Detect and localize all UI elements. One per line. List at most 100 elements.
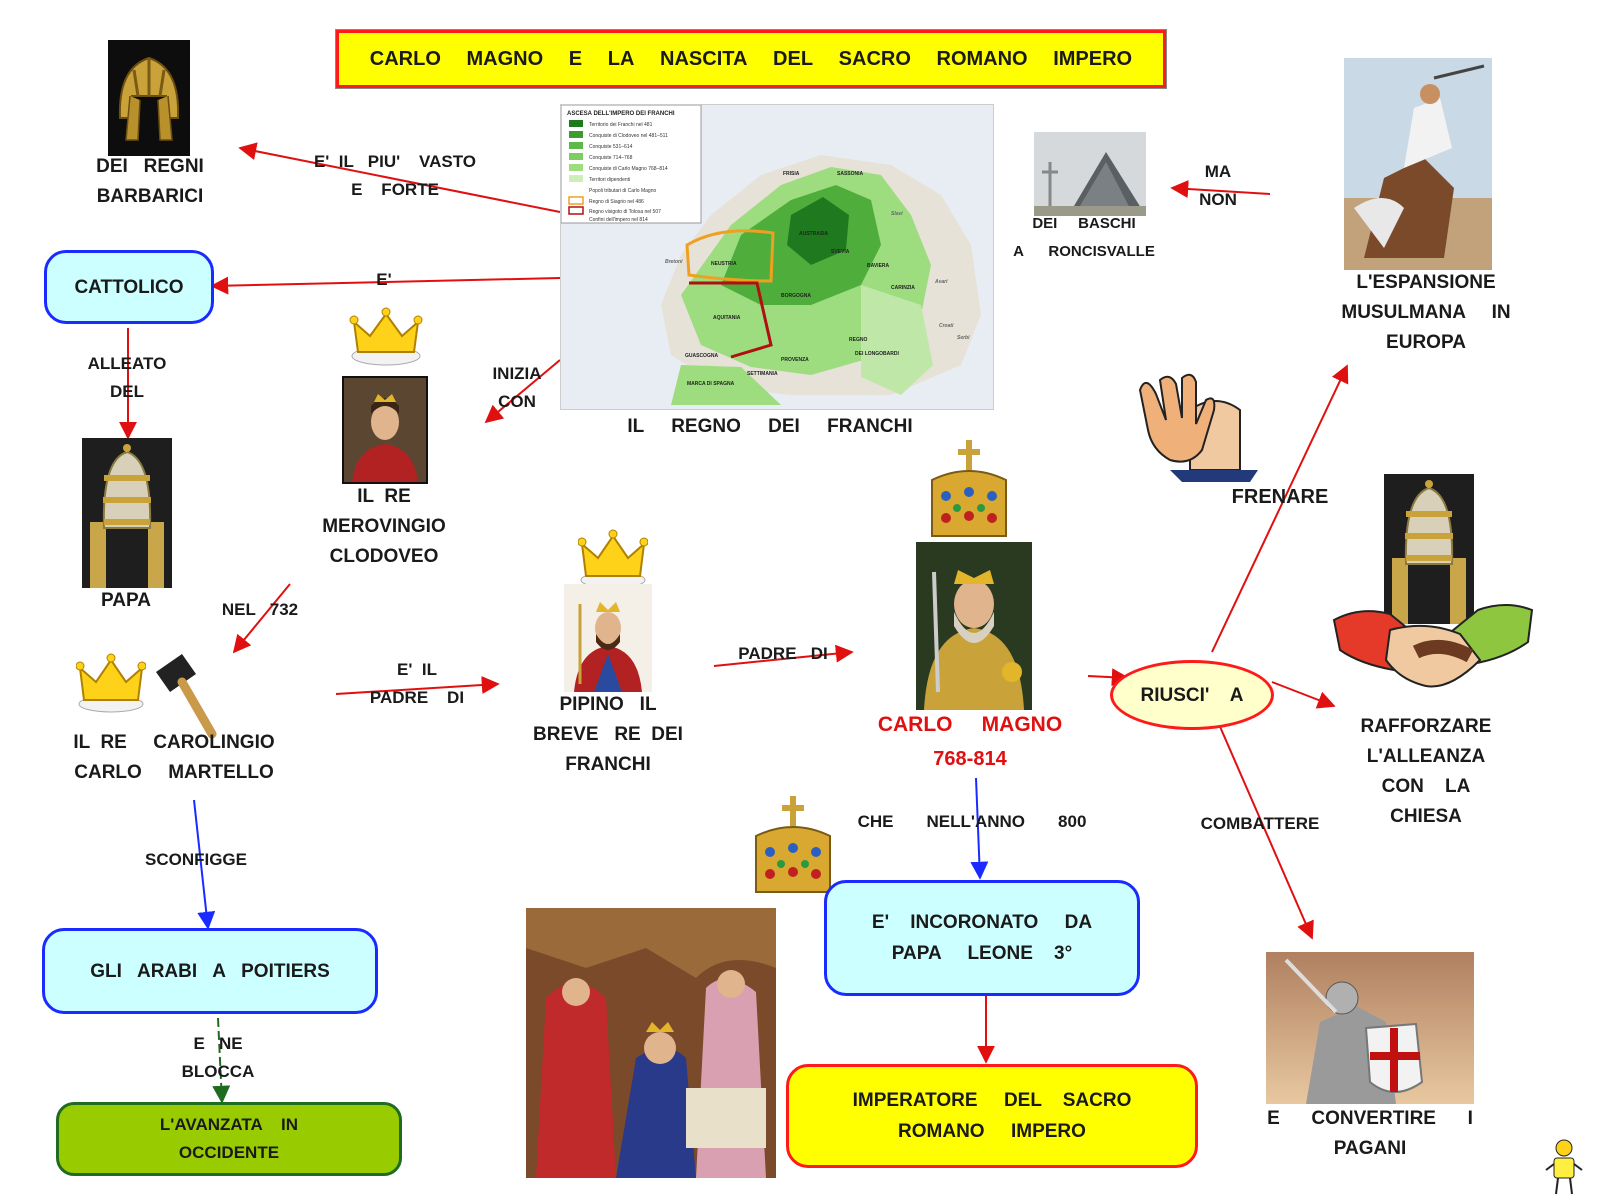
map-region-label: BAVIERA <box>867 263 890 269</box>
map-legend-item: Popoli tributari di Carlo Magno <box>589 188 656 194</box>
map-legend-item: Conquiste 531–614 <box>589 144 633 150</box>
node-regni-barbarici: DEI REGNI BARBARICI <box>96 156 204 207</box>
franks-kingdom-map: ASCESA DELL'IMPERO DEI FRANCHI Territori… <box>560 104 994 410</box>
title-word: MAGNO <box>466 47 544 70</box>
label-padre-di: PADRE DI <box>738 644 828 663</box>
map-caption: IL REGNO DEI FRANCHI <box>627 416 913 437</box>
link-riusci-convertire <box>1217 721 1314 940</box>
map-legend-item: Conquiste di Carlo Magno 768–814 <box>589 166 668 172</box>
title-word: ROMANO <box>936 47 1028 70</box>
label-sconfigge: SCONFIGGE <box>144 850 247 869</box>
link-arabi-avanzata <box>212 1017 231 1104</box>
node-papa: PAPA <box>101 590 151 611</box>
map-region-label: AUSTRASIA <box>799 231 829 237</box>
title-word: DEL <box>773 47 814 70</box>
link-clodoveo-martello <box>232 583 291 654</box>
title-word: E <box>568 47 583 70</box>
coronation-painting <box>526 908 776 1178</box>
label-alleato: ALLEATO DEL <box>87 354 167 401</box>
link-ma-non-baschi <box>1170 180 1271 198</box>
link-carlo-incoronato <box>970 777 989 880</box>
label-e-il-padre: E' IL PADRE DI <box>369 660 465 707</box>
map-people-label: Croati <box>939 323 954 329</box>
link-map-cattolico <box>210 276 561 295</box>
map-legend-item: Conquiste di Clodoveo nel 481–511 <box>589 133 668 139</box>
map-legend-title: ASCESA DELL'IMPERO DEI FRANCHI <box>567 111 675 117</box>
helmet-picture <box>108 40 190 156</box>
crown-icon <box>349 307 423 366</box>
label-combattere: COMBATTERE <box>1200 814 1320 833</box>
map-region-label: CARINZIA <box>891 285 915 291</box>
map-region-label: SASSONIA <box>837 171 864 177</box>
map-people-label: Slavi <box>891 211 903 217</box>
map-region-label: AQUITANIA <box>713 315 741 321</box>
map-region-label: GUASCOGNA <box>685 353 718 359</box>
title-word: CARLO <box>369 47 441 70</box>
map-region-label: REGNO <box>849 337 867 343</box>
node-espansione: L'ESPANSIONE MUSULMANA IN EUROPA <box>1341 272 1511 353</box>
map-legend-item: Regno di Siagrio nel 486 <box>589 199 644 205</box>
papal-tiara-picture-2 <box>1384 474 1474 624</box>
title-word: SACRO <box>838 47 911 70</box>
map-region-label: NEUSTRIA <box>711 261 737 267</box>
node-convertire: E CONVERTIRE I PAGANI <box>1267 1108 1473 1159</box>
crown-icon <box>578 529 648 589</box>
node-incoronato: E' INCORONATO DA PAPA LEONE 3° <box>824 880 1140 996</box>
imperial-crown-icon <box>755 796 831 893</box>
link-riusci-rafforzare <box>1271 681 1336 709</box>
label-inizia: INIZIA CON <box>492 364 542 411</box>
roncisvalle-church-picture <box>1034 132 1146 216</box>
label-piu-vasto: E' IL PIU' VASTO E FORTE <box>313 152 477 199</box>
map-region-label: SETTIMANIA <box>747 371 778 377</box>
node-rafforzare: RAFFORZARE L'ALLEANZA CON LA CHIESA <box>1360 716 1492 827</box>
map-legend-item: Territorio dei Franchi nel 481 <box>589 122 653 128</box>
diagram-title: CARLO MAGNO E LA NASCITA DEL SACRO ROMAN… <box>335 29 1167 89</box>
title-word: NASCITA <box>660 47 748 70</box>
map-region-label: PROVENZA <box>781 357 809 363</box>
node-carlo-martello: IL RE CAROLINGIO CARLO MARTELLO <box>73 732 275 783</box>
node-baschi: DEI BASCHI A RONCISVALLE <box>1013 215 1155 260</box>
stop-hand-icon <box>1138 373 1258 482</box>
map-legend-item: Regno visigoto di Tolosa nel 507 <box>589 209 661 215</box>
label-e-ne-blocca: E NE BLOCCA <box>181 1034 255 1081</box>
link-martello-pipino <box>335 676 500 695</box>
node-clodoveo: IL RE MEROVINGIO CLODOVEO <box>322 486 446 567</box>
map-region-label: DEI LONGOBARDI <box>855 351 900 357</box>
node-pipino: PIPINO IL BREVE RE DEI FRANCHI <box>533 694 683 775</box>
map-people-label: Bretoni <box>665 259 683 265</box>
node-imperatore: IMPERATORE DEL SACRO ROMANO IMPERO <box>786 1064 1198 1168</box>
title-word: LA <box>607 47 635 70</box>
handshake-icon <box>1332 604 1534 688</box>
map-region-label: BORGOGNA <box>781 293 811 299</box>
map-region-label: FRISIA <box>783 171 800 177</box>
node-frenare: FRENARE <box>1231 486 1329 508</box>
title-word: IMPERO <box>1053 47 1133 70</box>
crown-icon <box>76 653 146 713</box>
label-ma-non: MA NON <box>1199 162 1237 209</box>
muslim-riders-picture <box>1344 58 1492 270</box>
papal-tiara-picture <box>82 438 172 588</box>
link-riusci-espansione <box>1211 364 1349 653</box>
node-carlo-magno-name: CARLO MAGNO <box>877 713 1063 736</box>
map-people-label: Avari <box>934 279 948 285</box>
map-people-label: Serbi <box>957 335 970 341</box>
node-carlo-magno-years: 768-814 <box>933 748 1007 770</box>
label-e: E' <box>376 270 392 289</box>
carlo-magno-portrait <box>916 542 1032 710</box>
crusader-knight-picture <box>1266 952 1474 1104</box>
link-martello-arabi <box>193 799 216 930</box>
node-riusci: RIUSCI' A <box>1110 660 1274 730</box>
link-map-clodoveo <box>484 359 561 424</box>
link-pipino-carlo <box>713 644 854 667</box>
label-che-nell-anno: CHE NELL'ANNO 800 <box>857 812 1087 831</box>
node-arabi-poitiers: GLI ARABI A POITIERS <box>42 928 378 1014</box>
map-region-label: MARCA DI SPAGNA <box>687 381 735 387</box>
map-region-label: SVEVIA <box>831 249 850 255</box>
label-nel732: NEL 732 <box>221 600 299 619</box>
clodoveo-portrait <box>342 376 428 484</box>
node-avanzata: L'AVANZATA IN OCCIDENTE <box>56 1102 402 1176</box>
map-legend-item: Confini dell'impero nel 814 <box>589 217 648 223</box>
mascot-icon <box>1545 1139 1583 1195</box>
link-map-regni <box>238 142 561 213</box>
